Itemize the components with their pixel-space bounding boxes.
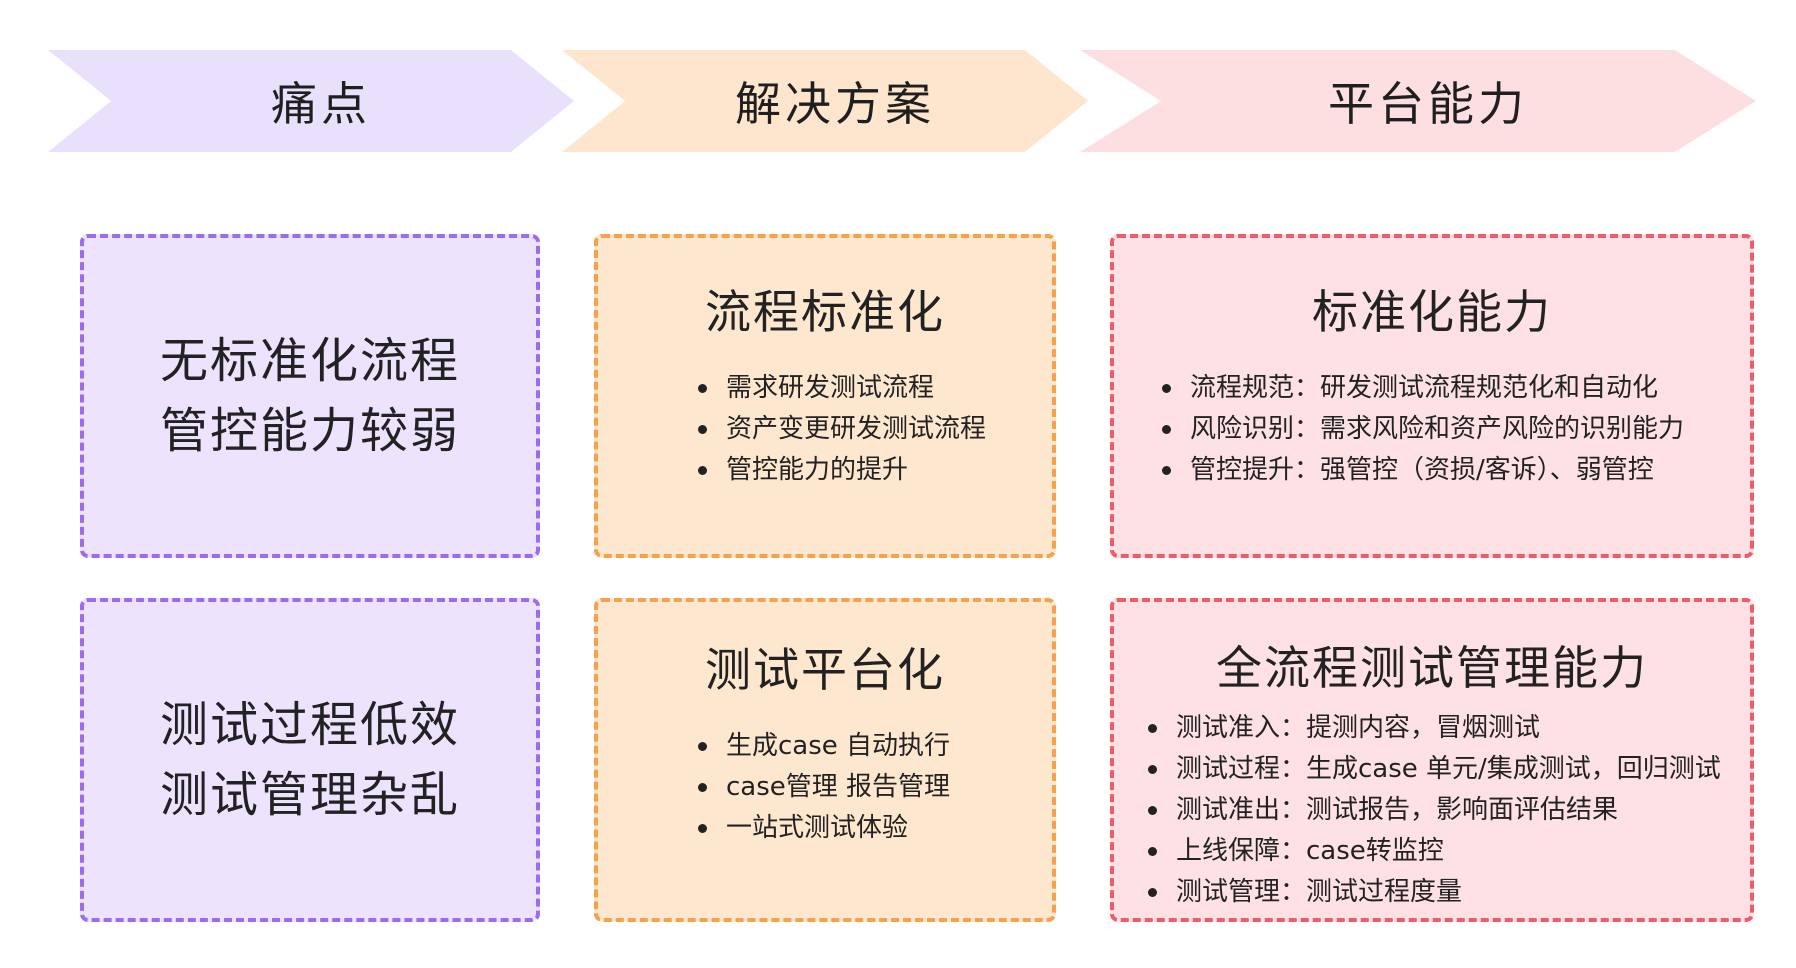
bullet-dot-icon bbox=[1148, 724, 1157, 733]
list-item: 测试过程：生成case 单元/集成测试，回归测试 bbox=[1146, 749, 1721, 790]
list-item: 上线保障：case转监控 bbox=[1146, 831, 1721, 872]
list-item: 需求研发测试流程 bbox=[696, 368, 986, 409]
list-item: 测试准入：提测内容，冒烟测试 bbox=[1146, 708, 1721, 749]
bullet-dot-icon bbox=[1162, 466, 1171, 475]
list-item: 资产变更研发测试流程 bbox=[696, 409, 986, 450]
list-item: 流程规范：研发测试流程规范化和自动化 bbox=[1160, 368, 1684, 409]
list-item: 测试准出：测试报告，影响面评估结果 bbox=[1146, 790, 1721, 831]
list-item-text: 测试过程：生成case 单元/集成测试，回归测试 bbox=[1176, 754, 1721, 784]
list-item-text: 一站式测试体验 bbox=[726, 813, 909, 843]
pain-line: 测试管理杂乱 bbox=[159, 767, 460, 823]
capability-list: 测试准入：提测内容，冒烟测试 测试过程：生成case 单元/集成测试，回归测试 … bbox=[1146, 708, 1721, 913]
list-item-text: case管理 报告管理 bbox=[726, 772, 951, 802]
pain-card-2: 测试过程低效 测试管理杂乱 bbox=[80, 598, 540, 922]
capability-list: 流程规范：研发测试流程规范化和自动化 风险识别：需求风险和资产风险的识别能力 管… bbox=[1160, 368, 1684, 491]
header-label: 解决方案 bbox=[735, 77, 935, 131]
solution-title: 测试平台化 bbox=[705, 643, 945, 697]
capability-title: 全流程测试管理能力 bbox=[1216, 641, 1648, 695]
list-item: 管控能力的提升 bbox=[696, 450, 986, 491]
bullet-dot-icon bbox=[698, 742, 707, 751]
capability-card-2: 全流程测试管理能力 测试准入：提测内容，冒烟测试 测试过程：生成case 单元/… bbox=[1110, 598, 1754, 922]
list-item: 测试管理：测试过程度量 bbox=[1146, 872, 1721, 913]
list-item: 管控提升：强管控（资损/客诉）、弱管控 bbox=[1160, 450, 1684, 491]
capability-card-1: 标准化能力 流程规范：研发测试流程规范化和自动化 风险识别：需求风险和资产风险的… bbox=[1110, 234, 1754, 558]
list-item-text: 管控提升：强管控（资损/客诉）、弱管控 bbox=[1190, 455, 1654, 485]
list-item-text: 资产变更研发测试流程 bbox=[726, 414, 987, 444]
pain-line: 管控能力较弱 bbox=[159, 403, 460, 459]
list-item: 风险识别：需求风险和资产风险的识别能力 bbox=[1160, 409, 1684, 450]
header-label: 平台能力 bbox=[1328, 77, 1528, 131]
list-item-text: 测试管理：测试过程度量 bbox=[1176, 877, 1463, 907]
list-item-text: 风险识别：需求风险和资产风险的识别能力 bbox=[1190, 414, 1685, 444]
pain-text: 无标准化流程 管控能力较弱 bbox=[84, 326, 536, 466]
capability-title: 标准化能力 bbox=[1312, 285, 1552, 339]
bullet-dot-icon bbox=[1162, 384, 1171, 393]
solution-title: 流程标准化 bbox=[705, 285, 945, 339]
solution-list: 需求研发测试流程 资产变更研发测试流程 管控能力的提升 bbox=[696, 368, 986, 491]
bullet-dot-icon bbox=[1148, 806, 1157, 815]
bullet-dot-icon bbox=[1162, 425, 1171, 434]
header-label: 痛点 bbox=[271, 77, 371, 131]
bullet-dot-icon bbox=[1148, 847, 1157, 856]
bullet-dot-icon bbox=[1148, 765, 1157, 774]
header-solutions: 解决方案 bbox=[562, 50, 1088, 152]
list-item-text: 管控能力的提升 bbox=[726, 455, 909, 485]
header-capabilities: 平台能力 bbox=[1080, 50, 1756, 152]
list-item: case管理 报告管理 bbox=[696, 767, 950, 808]
list-item-text: 生成case 自动执行 bbox=[726, 731, 951, 761]
pain-line: 无标准化流程 bbox=[159, 333, 460, 389]
solution-card-2: 测试平台化 生成case 自动执行 case管理 报告管理 一站式测试体验 bbox=[594, 598, 1056, 922]
list-item-text: 需求研发测试流程 bbox=[726, 373, 935, 403]
list-item-text: 测试准出：测试报告，影响面评估结果 bbox=[1176, 795, 1619, 825]
solution-card-1: 流程标准化 需求研发测试流程 资产变更研发测试流程 管控能力的提升 bbox=[594, 234, 1056, 558]
bullet-dot-icon bbox=[1148, 888, 1157, 897]
list-item: 一站式测试体验 bbox=[696, 808, 950, 849]
list-item: 生成case 自动执行 bbox=[696, 726, 950, 767]
header-pain-points: 痛点 bbox=[48, 50, 574, 152]
bullet-dot-icon bbox=[698, 824, 707, 833]
pain-line: 测试过程低效 bbox=[159, 697, 460, 753]
bullet-dot-icon bbox=[698, 384, 707, 393]
solution-list: 生成case 自动执行 case管理 报告管理 一站式测试体验 bbox=[696, 726, 950, 849]
bullet-dot-icon bbox=[698, 783, 707, 792]
bullet-dot-icon bbox=[698, 466, 707, 475]
list-item-text: 流程规范：研发测试流程规范化和自动化 bbox=[1190, 373, 1659, 403]
bullet-dot-icon bbox=[698, 425, 707, 434]
list-item-text: 测试准入：提测内容，冒烟测试 bbox=[1176, 713, 1541, 743]
pain-card-1: 无标准化流程 管控能力较弱 bbox=[80, 234, 540, 558]
list-item-text: 上线保障：case转监控 bbox=[1176, 836, 1444, 866]
pain-text: 测试过程低效 测试管理杂乱 bbox=[84, 690, 536, 830]
